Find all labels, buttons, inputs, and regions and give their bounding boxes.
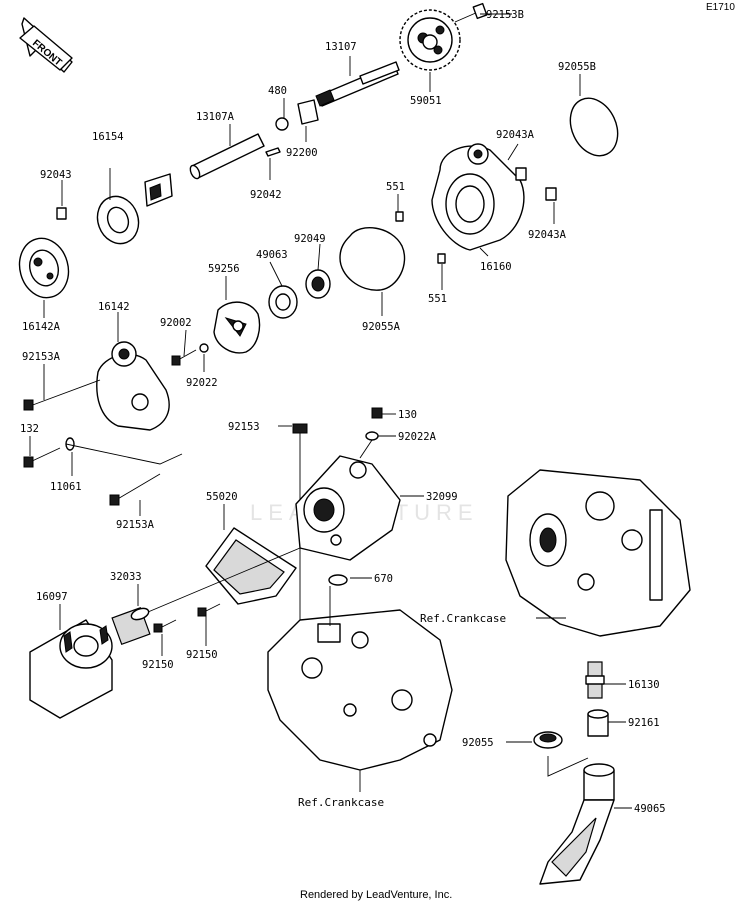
label-16142[interactable]: 16142 [98,301,130,313]
crankcase-left [267,609,453,771]
label-92200[interactable]: 92200 [286,147,318,159]
label-92049[interactable]: 92049 [294,233,326,245]
ref-crankcase-right[interactable]: Ref.Crankcase [420,612,506,625]
label-130[interactable]: 130 [398,409,417,421]
label-32033[interactable]: 32033 [110,571,142,583]
o-ring-92055 [533,731,563,749]
pin-92043A-top [515,167,527,181]
ref-crankcase-left[interactable]: Ref.Crankcase [298,796,384,809]
pump-body-16142A [18,237,70,299]
label-92153[interactable]: 92153 [228,421,260,433]
bolt-92150-right [197,603,221,617]
bolt-92150-left [153,619,177,633]
label-92022A[interactable]: 92022A [398,431,437,443]
label-16154[interactable]: 16154 [92,131,124,143]
strainer-49065 [539,763,615,885]
label-16097[interactable]: 16097 [36,591,68,603]
label-92150-left[interactable]: 92150 [142,659,174,671]
shaft-13107A [189,133,265,180]
plug-130 [371,407,383,419]
pump-cover-16142 [96,341,170,431]
label-13107[interactable]: 13107 [325,41,357,53]
label-92055A[interactable]: 92055A [362,321,401,333]
label-551-top[interactable]: 551 [386,181,405,193]
footer-credit: Rendered by LeadVenture, Inc. [300,889,452,901]
bolt-92153B [454,2,488,23]
shaft-13107 [315,61,400,107]
washer-92022A [365,431,379,441]
label-92153A-bottom[interactable]: 92153A [116,519,155,531]
bolt-92153A-bottom [109,473,161,506]
collar-92161 [587,709,609,737]
seal-49063 [268,285,298,319]
label-132[interactable]: 132 [20,423,39,435]
pin-92043 [56,207,67,220]
label-92150-right[interactable]: 92150 [186,649,218,661]
label-92153A-top[interactable]: 92153A [22,351,61,363]
label-670[interactable]: 670 [374,573,393,585]
label-55020[interactable]: 55020 [206,491,238,503]
label-92055B[interactable]: 92055B [558,61,596,73]
label-92043[interactable]: 92043 [40,169,72,181]
label-49065[interactable]: 49065 [634,803,666,815]
filter-housing-32099 [295,455,401,561]
label-480[interactable]: 480 [268,85,287,97]
front-arrow-icon: FRONT [19,17,73,73]
label-92153B[interactable]: 92153B [486,9,524,21]
o-ring-670 [328,574,348,586]
label-16130[interactable]: 16130 [628,679,660,691]
label-16160[interactable]: 16160 [480,261,512,273]
label-16142A[interactable]: 16142A [22,321,61,333]
diagram-code: E1710 [706,2,735,13]
washer-92022 [199,343,209,353]
o-ring-92055B [569,97,619,157]
label-92043A-top[interactable]: 92043A [496,129,535,141]
part-number-labels: 92153B 13107 92055B 480 59051 13107A 922… [20,9,666,815]
housing-16160 [431,143,525,251]
dowel-551-top [395,211,404,222]
bolt-92153 [292,423,308,452]
bolt-92153A-top [23,379,101,411]
crankcase-right [505,469,691,637]
leader-lines [29,13,632,809]
fitting-32033 [111,606,151,646]
label-32099[interactable]: 32099 [426,491,458,503]
label-49063[interactable]: 49063 [256,249,288,261]
sprocket-59051 [399,9,461,71]
circlip-480 [275,117,289,131]
gasket-92055A [339,227,406,291]
plate-92200 [297,99,319,125]
label-59256[interactable]: 59256 [208,263,240,275]
label-11061[interactable]: 11061 [50,481,82,493]
bolt-92002 [171,349,197,366]
label-92042[interactable]: 92042 [250,189,282,201]
pin-92042 [265,147,281,157]
dowel-551-bottom [437,253,446,264]
cover-55020 [205,527,297,605]
pin-92043A-right [545,187,557,201]
rotor-16154 [96,173,173,245]
label-13107A[interactable]: 13107A [196,111,235,123]
label-59051[interactable]: 59051 [410,95,442,107]
impeller-59256 [213,301,261,354]
fitting-16130 [585,661,605,699]
label-92055[interactable]: 92055 [462,737,494,749]
seal-92049 [305,269,331,299]
label-92161[interactable]: 92161 [628,717,660,729]
label-92022[interactable]: 92022 [186,377,218,389]
bolt-132 [23,447,61,468]
label-92043A-right[interactable]: 92043A [528,229,567,241]
label-92002[interactable]: 92002 [160,317,192,329]
oil-filter-16097 [29,619,113,719]
label-551-bottom[interactable]: 551 [428,293,447,305]
